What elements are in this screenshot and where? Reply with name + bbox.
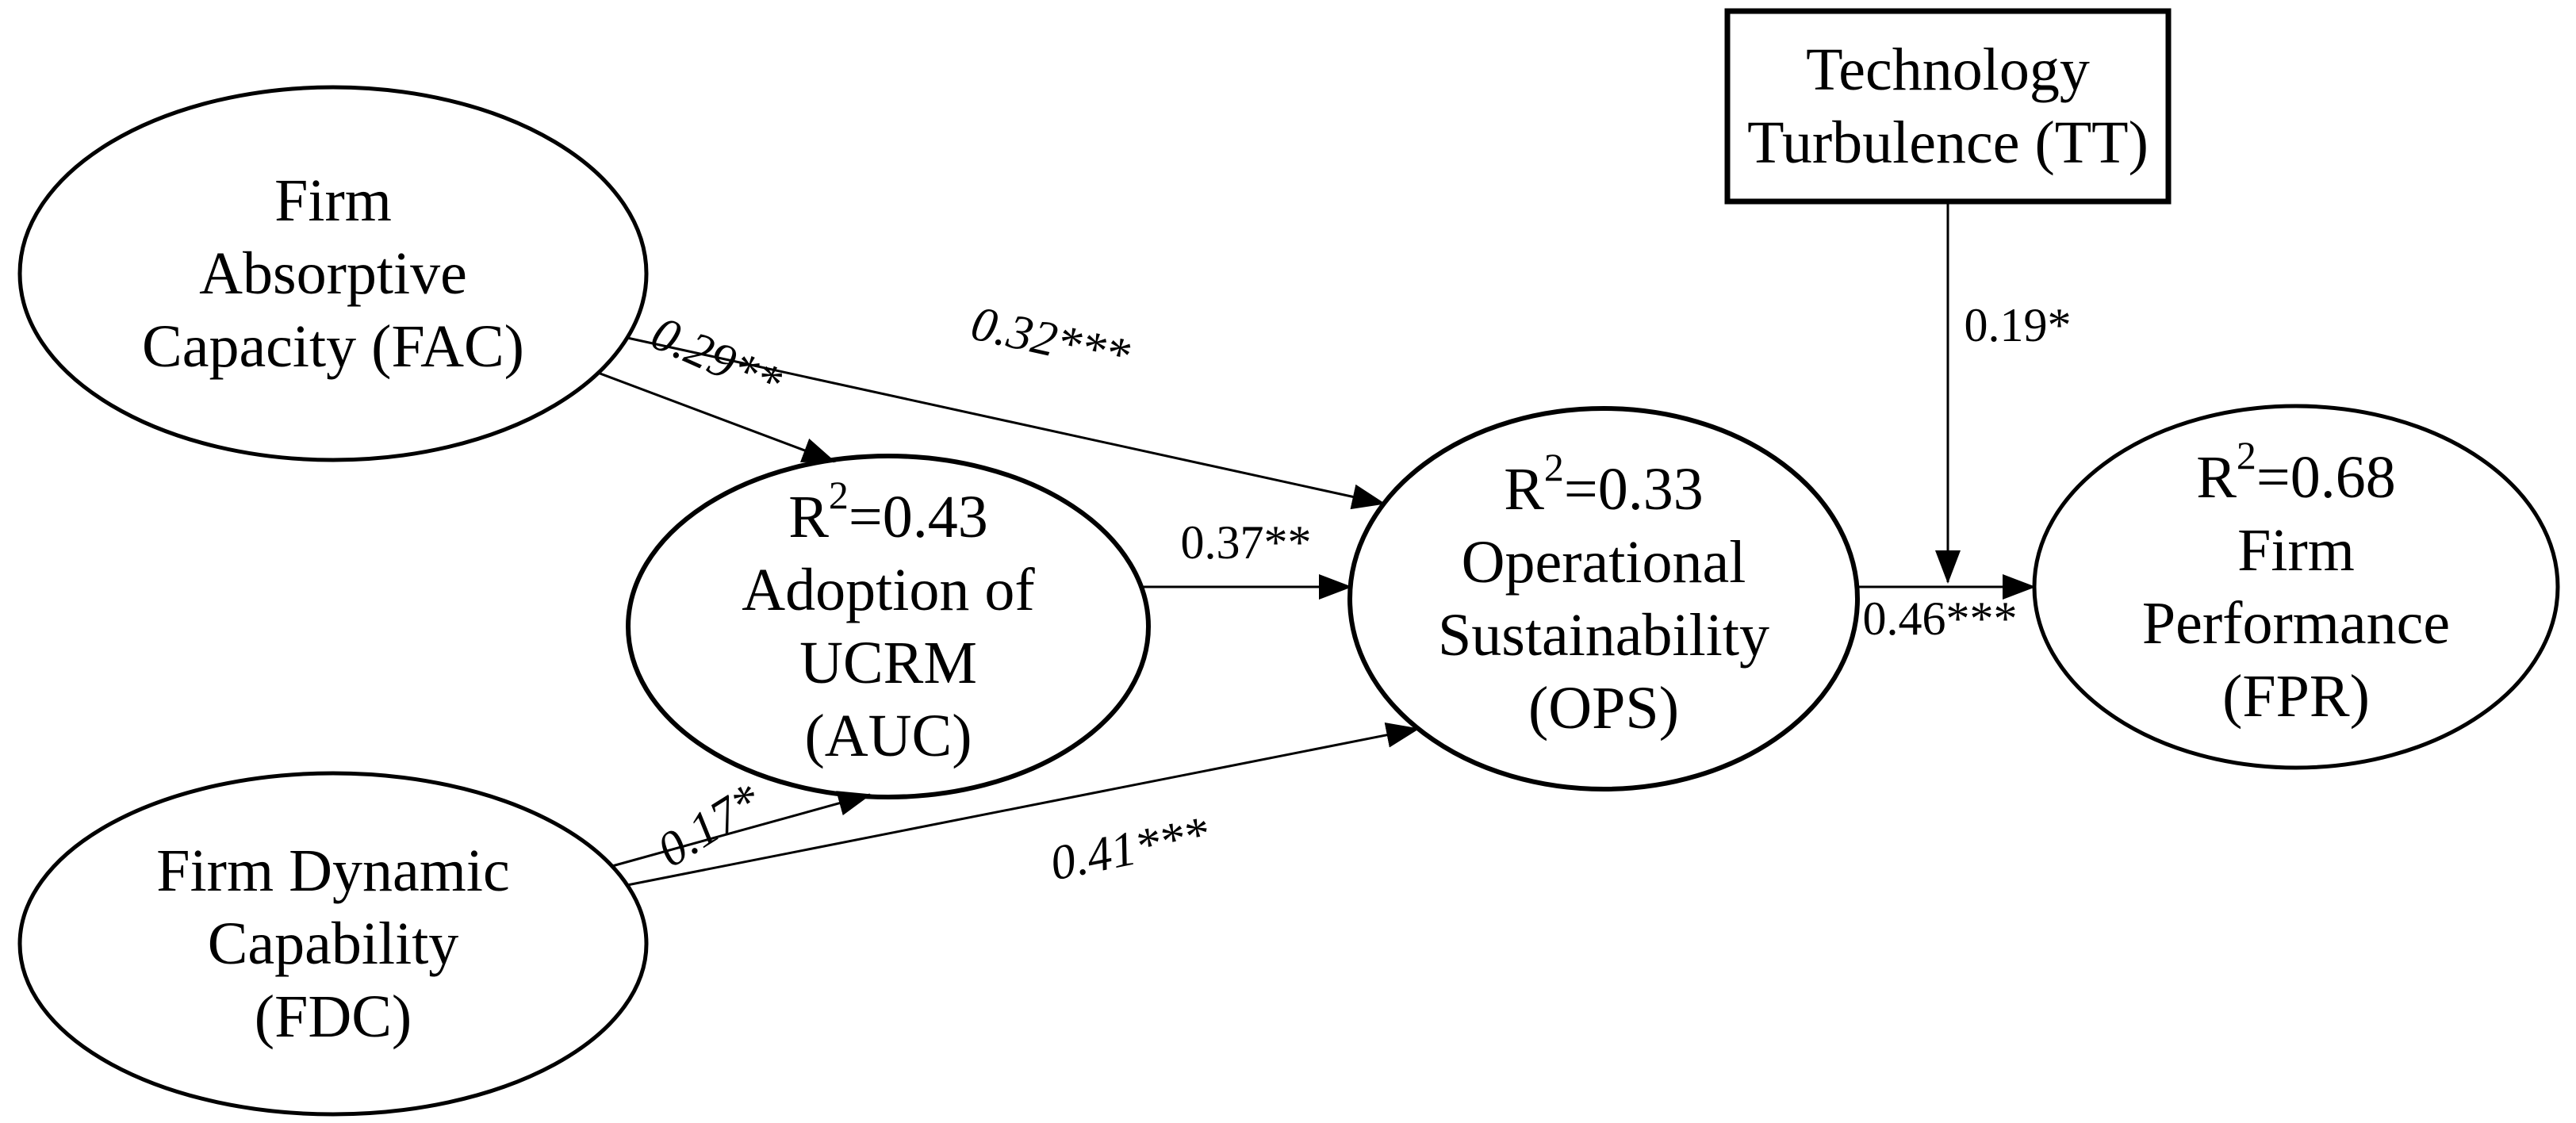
node-fdc-text-line-1: Firm Dynamic bbox=[156, 837, 509, 904]
edge-label-fdc-to-auc: 0.17* bbox=[648, 773, 770, 878]
node-fac-text-line-1: Firm bbox=[274, 167, 392, 234]
node-auc-label: R2=0.43 Adoption of UCRM (AUC) bbox=[742, 473, 1035, 769]
edge-fdc-to-ops bbox=[627, 722, 1420, 887]
node-fac-label: Firm Absorptive Capacity (FAC) bbox=[142, 167, 524, 380]
edge-fac-to-auc bbox=[597, 371, 836, 463]
r2-value: =0.68 bbox=[2256, 444, 2396, 511]
node-fpr-text-line-3: Performance bbox=[2142, 590, 2450, 657]
node-tt-label: Technology Turbulence (TT) bbox=[1747, 36, 2149, 176]
node-fac-ellipse bbox=[17, 85, 649, 462]
node-fdc-label: Firm Dynamic Capability (FDC) bbox=[156, 837, 509, 1050]
r2-sup: 2 bbox=[829, 473, 849, 517]
node-fdc-text-line-3: (FDC) bbox=[255, 983, 412, 1050]
node-fac-text-line-2: Absorptive bbox=[199, 240, 467, 307]
edge-label-tt-moderation: 0.19* bbox=[1965, 299, 2072, 351]
node-texts-layer: Firm Absorptive Capacity (FAC) Firm Dyna… bbox=[142, 36, 2450, 1050]
node-auc-ellipse bbox=[626, 454, 1151, 799]
r2-sup: 2 bbox=[2237, 433, 2256, 477]
node-ops-text-line-3: Sustainability bbox=[1438, 602, 1769, 669]
node-tt-text-line-2: Turbulence (TT) bbox=[1747, 109, 2149, 176]
node-auc-text-line-3: UCRM bbox=[799, 630, 977, 696]
edge-label-auc-to-ops: 0.37** bbox=[1181, 516, 1312, 569]
edge-fdc-to-auc bbox=[611, 791, 872, 868]
node-tt-rect bbox=[1724, 8, 2172, 205]
r2-value: =0.43 bbox=[849, 484, 988, 550]
node-ops-text-line-4: (OPS) bbox=[1528, 675, 1679, 742]
edge-fac-to-ops bbox=[627, 336, 1386, 510]
node-fdc-text-line-2: Capability bbox=[208, 910, 459, 977]
node-ops-r2: R2=0.33 bbox=[1504, 445, 1704, 523]
edge-label-fac-to-ops: 0.32*** bbox=[967, 297, 1134, 384]
node-auc-text-line-2: Adoption of bbox=[742, 557, 1035, 623]
r2-base: R bbox=[1504, 456, 1544, 523]
node-ops-label: R2=0.33 Operational Sustainability (OPS) bbox=[1438, 445, 1769, 742]
node-fpr-text-line-2: Firm bbox=[2237, 517, 2355, 584]
node-fdc-ellipse bbox=[17, 771, 649, 1117]
node-ops-text-line-2: Operational bbox=[1462, 529, 1746, 596]
node-tt-text-line-1: Technology bbox=[1806, 36, 2090, 103]
node-auc-text-line-4: (AUC) bbox=[804, 703, 972, 769]
node-auc-r2: R2=0.43 bbox=[788, 473, 988, 550]
nodes-layer bbox=[17, 8, 2560, 1117]
node-fpr-r2: R2=0.68 bbox=[2196, 433, 2396, 511]
r2-value: =0.33 bbox=[1564, 456, 1704, 523]
r2-sup: 2 bbox=[1544, 445, 1564, 489]
edges-layer bbox=[597, 203, 2036, 887]
node-fpr-label: R2=0.68 Firm Performance (FPR) bbox=[2142, 433, 2450, 730]
r2-base: R bbox=[788, 484, 829, 550]
edge-label-fac-to-auc: 0.29** bbox=[643, 306, 788, 410]
node-fac-text-line-3: Capacity (FAC) bbox=[142, 313, 524, 380]
node-fpr-text-line-4: (FPR) bbox=[2222, 663, 2370, 730]
edge-label-fdc-to-ops: 0.41*** bbox=[1046, 807, 1213, 891]
edge-label-ops-to-fpr: 0.46*** bbox=[1863, 592, 2018, 645]
r2-base: R bbox=[2196, 444, 2237, 511]
